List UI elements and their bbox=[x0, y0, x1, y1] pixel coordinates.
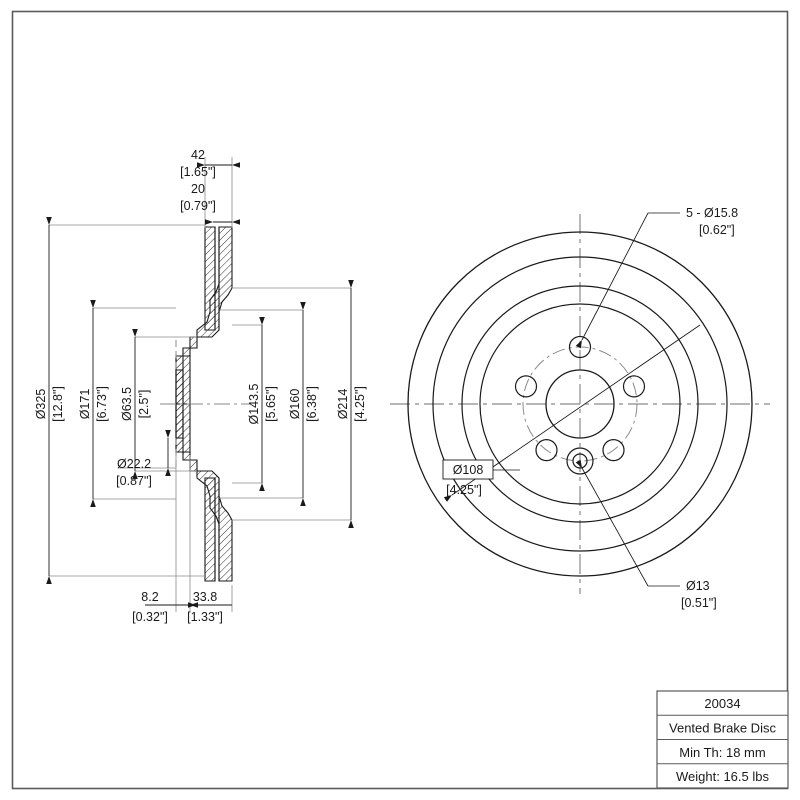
dim-label-42-mm: 42 bbox=[191, 148, 205, 162]
dim-label-20-inch: [0.79"] bbox=[180, 199, 216, 213]
dim-label-1435-mm: Ø143.5 bbox=[247, 383, 261, 424]
dim-label-160-inch: [6.38"] bbox=[305, 386, 319, 422]
dim-label-338-inch: [1.33"] bbox=[187, 610, 223, 624]
callout-label-lug-mm: 5 - Ø15.8 bbox=[686, 206, 738, 220]
center-hub-bore bbox=[545, 369, 615, 439]
leader-locating-hole-slant bbox=[575, 459, 649, 587]
dim-label-635-mm: Ø63.5 bbox=[120, 387, 134, 421]
face-view: Ø108 [4.25"] 5 - Ø15.8 [0.62"] Ø13 [0.51… bbox=[390, 206, 770, 610]
title-block: 20034 Vented Brake Disc Min Th: 18 mm We… bbox=[656, 690, 789, 789]
callout-label-13-mm: Ø13 bbox=[686, 579, 710, 593]
dim-label-214-mm: Ø214 bbox=[336, 389, 350, 420]
dim-label-171-inch: [6.73"] bbox=[95, 386, 109, 422]
dim-label-325-mm: Ø325 bbox=[34, 389, 48, 420]
callout-label-108-mm: Ø108 bbox=[453, 463, 484, 477]
dim-label-222-inch: [0.87"] bbox=[116, 474, 152, 488]
dim-label-82-mm: 8.2 bbox=[141, 590, 158, 604]
dim-label-214-inch: [4.25"] bbox=[353, 386, 367, 422]
dim-label-160-mm: Ø160 bbox=[288, 389, 302, 420]
dim-label-171-mm: Ø171 bbox=[78, 389, 92, 420]
dim-label-42-inch: [1.65"] bbox=[180, 165, 216, 179]
dim-label-1435-inch: [5.65"] bbox=[264, 386, 278, 422]
hat-wall-lower bbox=[175, 403, 191, 453]
friction-band-circle bbox=[432, 256, 728, 552]
dim-label-222-mm: Ø22.2 bbox=[117, 457, 151, 471]
pilot-shoulder-lower bbox=[175, 369, 184, 405]
locating-hole bbox=[572, 453, 588, 469]
dim-label-20-mm: 20 bbox=[191, 182, 205, 196]
title-block-min-thickness: Min Th: 18 mm bbox=[679, 745, 765, 760]
leader-lug-holes-slant bbox=[575, 212, 649, 349]
dim-label-338-mm: 33.8 bbox=[193, 590, 217, 604]
hat-step-circle bbox=[479, 303, 681, 505]
lug-hole-1 bbox=[568, 335, 592, 359]
basic-dimension-box bbox=[442, 459, 494, 480]
title-block-part-description: Vented Brake Disc bbox=[669, 721, 776, 736]
lug-hole-4 bbox=[535, 439, 558, 462]
lug-hole-2 bbox=[622, 375, 646, 398]
lug-hole-3 bbox=[602, 439, 625, 462]
sheet-border bbox=[11, 10, 789, 790]
title-block-weight: Weight: 16.5 lbs bbox=[676, 769, 769, 784]
lug-hole-5 bbox=[514, 375, 538, 398]
callout-label-13-inch: [0.51"] bbox=[681, 596, 717, 610]
title-block-part-number: 20034 bbox=[704, 696, 740, 711]
dim-label-325-inch: [12.8"] bbox=[51, 386, 65, 422]
disc-outer-circle bbox=[407, 231, 753, 577]
hat-outer-circle bbox=[461, 285, 699, 523]
cross-section-view: 42 [1.65"] 20 [0.79"] Ø325 [12.8"] Ø171 … bbox=[34, 148, 367, 624]
locating-hole-ring bbox=[566, 447, 594, 475]
callout-label-lug-inch: [0.62"] bbox=[699, 223, 735, 237]
dim-label-635-inch: [2.5"] bbox=[137, 390, 151, 419]
dim-label-82-inch: [0.32"] bbox=[132, 610, 168, 624]
callout-label-108-inch: [4.25"] bbox=[446, 483, 482, 497]
